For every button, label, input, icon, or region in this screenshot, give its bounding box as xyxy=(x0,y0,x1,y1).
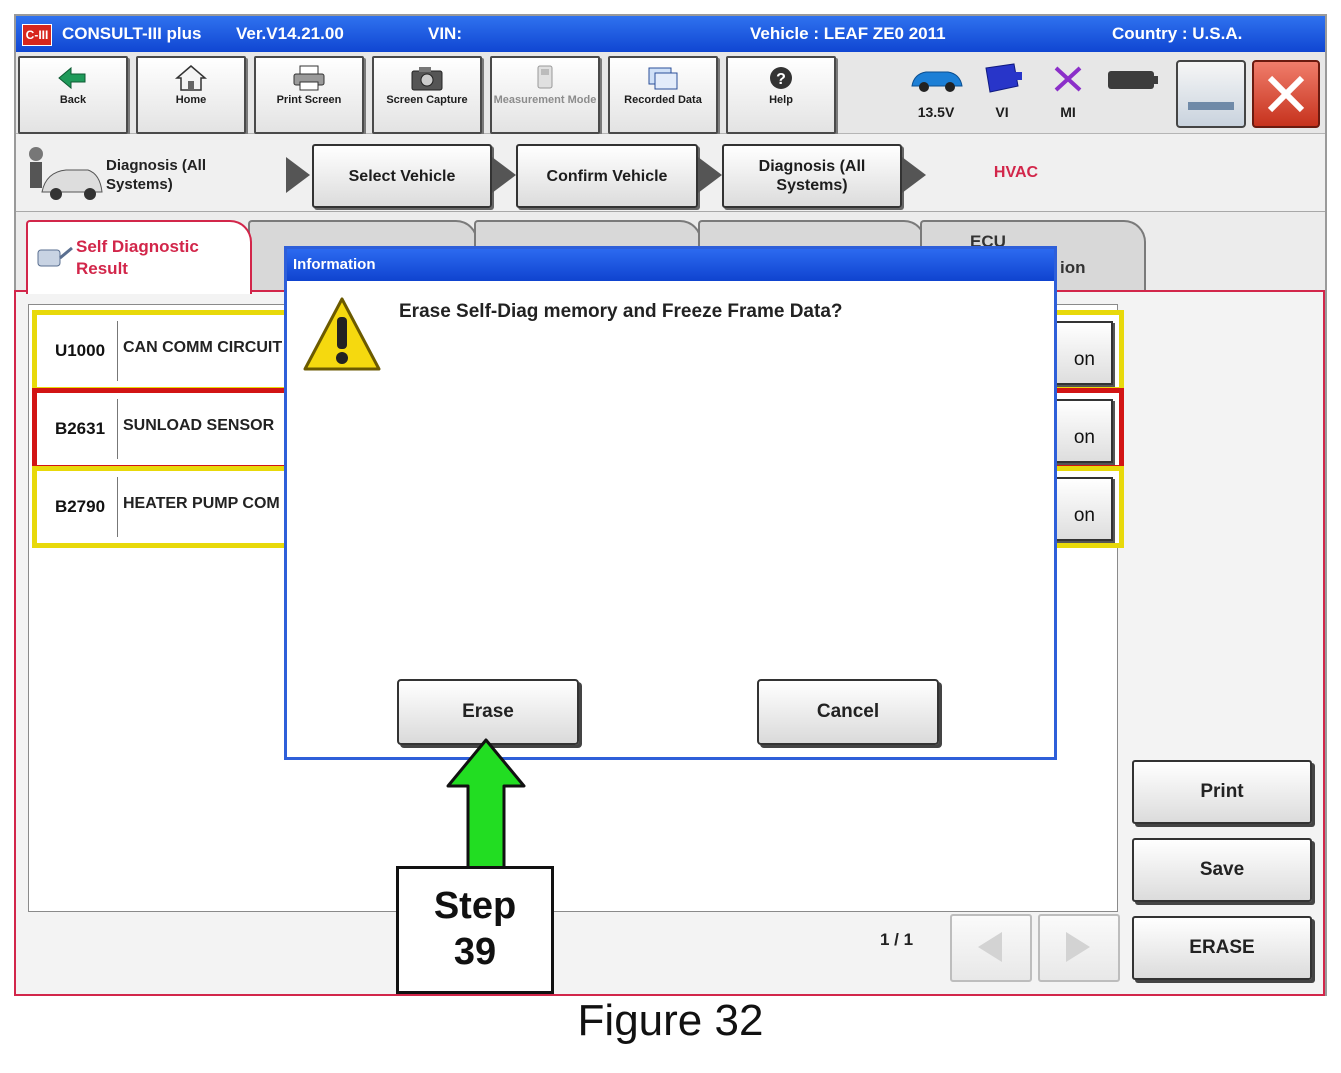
help-button[interactable]: ? Help xyxy=(726,56,836,134)
prev-page-button[interactable] xyxy=(950,914,1032,982)
tab-label: Self Diagnostic Result xyxy=(76,237,199,278)
erase-button[interactable]: Erase xyxy=(397,679,579,745)
printer-icon xyxy=(293,65,325,91)
breadcrumb: Diagnosis (All Systems) Select Vehicle C… xyxy=(16,134,1325,212)
technician-car-icon xyxy=(29,147,103,200)
green-arrow-icon xyxy=(446,738,526,870)
vehicle-battery-icon xyxy=(911,71,963,92)
recorded-data-button[interactable]: Recorded Data xyxy=(608,56,718,134)
minimize-button[interactable] xyxy=(1176,60,1246,128)
cancel-button[interactable]: Cancel xyxy=(757,679,939,745)
breadcrumb-arrow-icon xyxy=(286,157,310,193)
consult-logo-icon: C-III xyxy=(22,24,52,46)
app-name: CONSULT-III plus xyxy=(62,24,202,43)
title-bar: C-III CONSULT-III plus Ver.V14.21.00 VIN… xyxy=(16,16,1325,52)
step-label: Step xyxy=(433,885,517,927)
step-callout: Step 39 xyxy=(396,866,554,994)
mi-disconnected-icon xyxy=(1054,66,1082,92)
home-button[interactable]: Home xyxy=(136,56,246,134)
mi-label: MI xyxy=(1060,104,1076,120)
select-vehicle-button[interactable]: Select Vehicle xyxy=(312,144,492,208)
dtc-name: HEATER PUMP COM xyxy=(123,495,280,512)
erase-all-button[interactable]: ERASE xyxy=(1132,916,1312,980)
dtc-name: SUNLOAD SENSOR xyxy=(123,417,275,434)
vehicle-info: Vehicle : LEAF ZE0 2011 xyxy=(750,24,946,43)
chevron-right-icon xyxy=(1066,932,1090,962)
back-arrow-icon xyxy=(58,66,86,90)
toolbar: Back Home Print Screen Screen Capture Me… xyxy=(16,52,1325,134)
dtc-name: CAN COMM CIRCUIT xyxy=(123,339,283,356)
dtc-code: B2790 xyxy=(43,477,118,537)
vi-icon xyxy=(985,63,1022,93)
tab-self-diagnostic-result[interactable]: Self Diagnostic Result xyxy=(26,220,252,294)
battery-indicator-icon xyxy=(1108,71,1158,89)
save-button[interactable]: Save xyxy=(1132,838,1312,902)
vi-label: VI xyxy=(995,104,1009,120)
page-indicator: 1 / 1 xyxy=(880,930,914,949)
home-icon xyxy=(174,65,208,91)
help-icon: ? xyxy=(770,67,792,89)
close-icon xyxy=(1267,75,1305,113)
next-page-button[interactable] xyxy=(1038,914,1120,982)
camera-icon xyxy=(411,67,443,91)
diagnostic-tool-icon xyxy=(37,246,73,267)
print-screen-button[interactable]: Print Screen xyxy=(254,56,364,134)
diagnosis-all-systems-button[interactable]: Diagnosis (All Systems) xyxy=(722,144,902,208)
measurement-icon xyxy=(537,65,553,89)
vin-label: VIN: xyxy=(428,24,462,43)
warning-icon xyxy=(303,297,381,371)
dialog-message: Erase Self-Diag memory and Freeze Frame … xyxy=(399,301,843,322)
figure-caption: Figure 32 xyxy=(577,996,764,1045)
chevron-left-icon xyxy=(978,932,1002,962)
dtc-code: U1000 xyxy=(43,321,118,381)
battery-voltage: 13.5V xyxy=(917,104,955,120)
back-button[interactable]: Back xyxy=(18,56,128,134)
recorded-data-icon xyxy=(648,67,678,90)
breadcrumb-arrow-icon xyxy=(492,157,516,193)
tab-label-suffix: ion xyxy=(1060,258,1086,277)
system-name: HVAC xyxy=(993,164,1039,181)
breadcrumb-arrow-icon xyxy=(902,157,926,193)
minimize-icon xyxy=(1188,102,1234,110)
print-button[interactable]: Print xyxy=(1132,760,1312,824)
information-dialog: Information Erase Self-Diag memory and F… xyxy=(284,246,1057,760)
confirm-vehicle-button[interactable]: Confirm Vehicle xyxy=(516,144,698,208)
breadcrumb-current: Diagnosis (All Systems) xyxy=(106,157,207,193)
dialog-title: Information xyxy=(287,249,1054,281)
measurement-mode-button[interactable]: Measurement Mode xyxy=(490,56,600,134)
close-button[interactable] xyxy=(1252,60,1320,128)
step-number: 39 xyxy=(453,931,497,973)
app-version: Ver.V14.21.00 xyxy=(236,24,344,43)
svg-text:?: ? xyxy=(776,71,786,88)
screen-capture-button[interactable]: Screen Capture xyxy=(372,56,482,134)
country-info: Country : U.S.A. xyxy=(1112,24,1243,43)
breadcrumb-arrow-icon xyxy=(698,157,722,193)
dtc-code: B2631 xyxy=(43,399,118,459)
